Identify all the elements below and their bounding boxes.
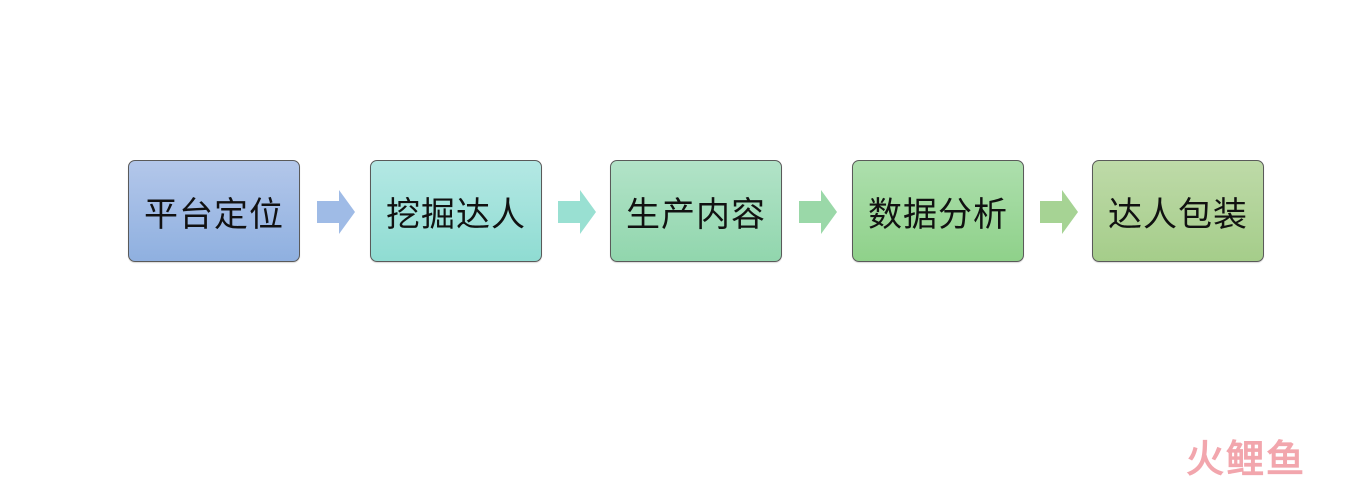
watermark-logo: 火鲤鱼: [1186, 437, 1307, 481]
step-platform-positioning: 平台定位: [128, 160, 300, 262]
step-label: 达人包装: [1108, 194, 1248, 235]
flow-arrow-1: [317, 190, 355, 234]
step-label: 挖掘达人: [386, 194, 526, 235]
step-data-analysis: 数据分析: [852, 160, 1024, 262]
flow-arrow-2: [558, 190, 596, 234]
flow-arrow-3: [799, 190, 837, 234]
arrow-right-icon: [1040, 190, 1078, 234]
flow-arrow-4: [1040, 190, 1078, 234]
arrow-right-icon: [799, 190, 837, 234]
step-produce-content: 生产内容: [610, 160, 782, 262]
step-discover-talent: 挖掘达人: [370, 160, 542, 262]
arrow-right-icon: [558, 190, 596, 234]
step-label: 平台定位: [144, 194, 284, 235]
step-label: 数据分析: [868, 194, 1008, 235]
step-label: 生产内容: [626, 194, 766, 235]
step-talent-packaging: 达人包装: [1092, 160, 1264, 262]
arrow-right-icon: [317, 190, 355, 234]
